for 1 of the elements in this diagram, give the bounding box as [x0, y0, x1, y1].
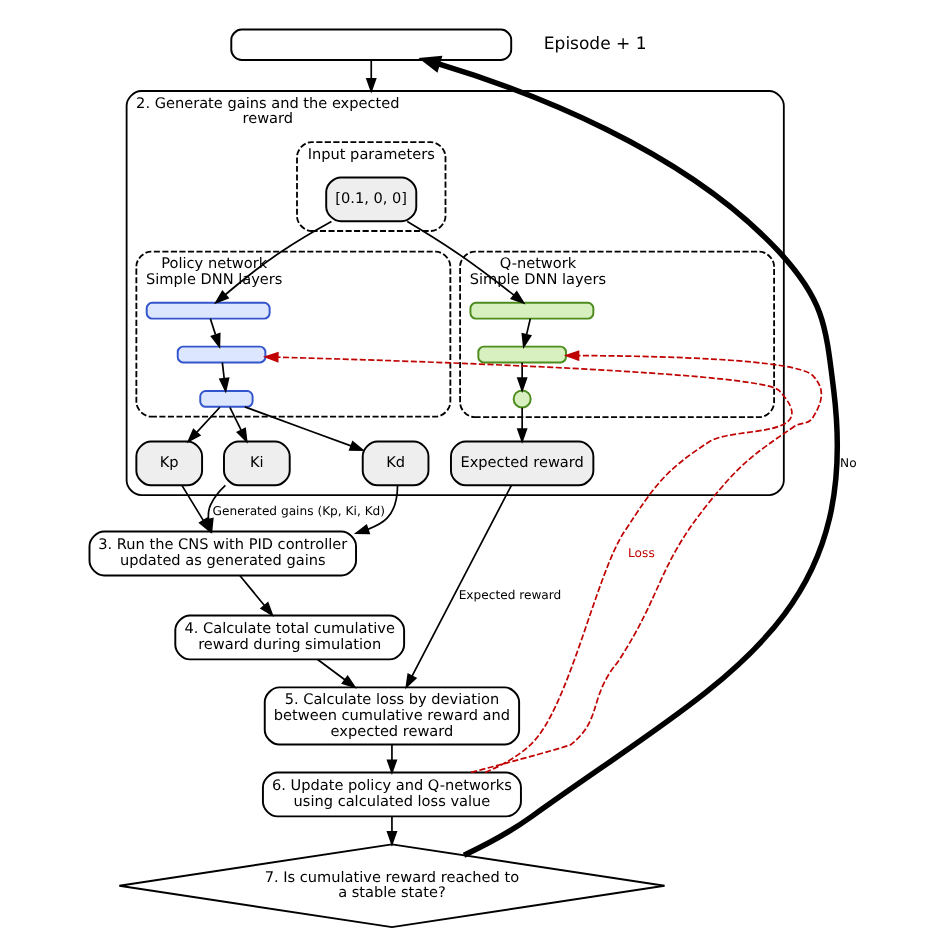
label: Episode + 1 [542, 34, 646, 55]
